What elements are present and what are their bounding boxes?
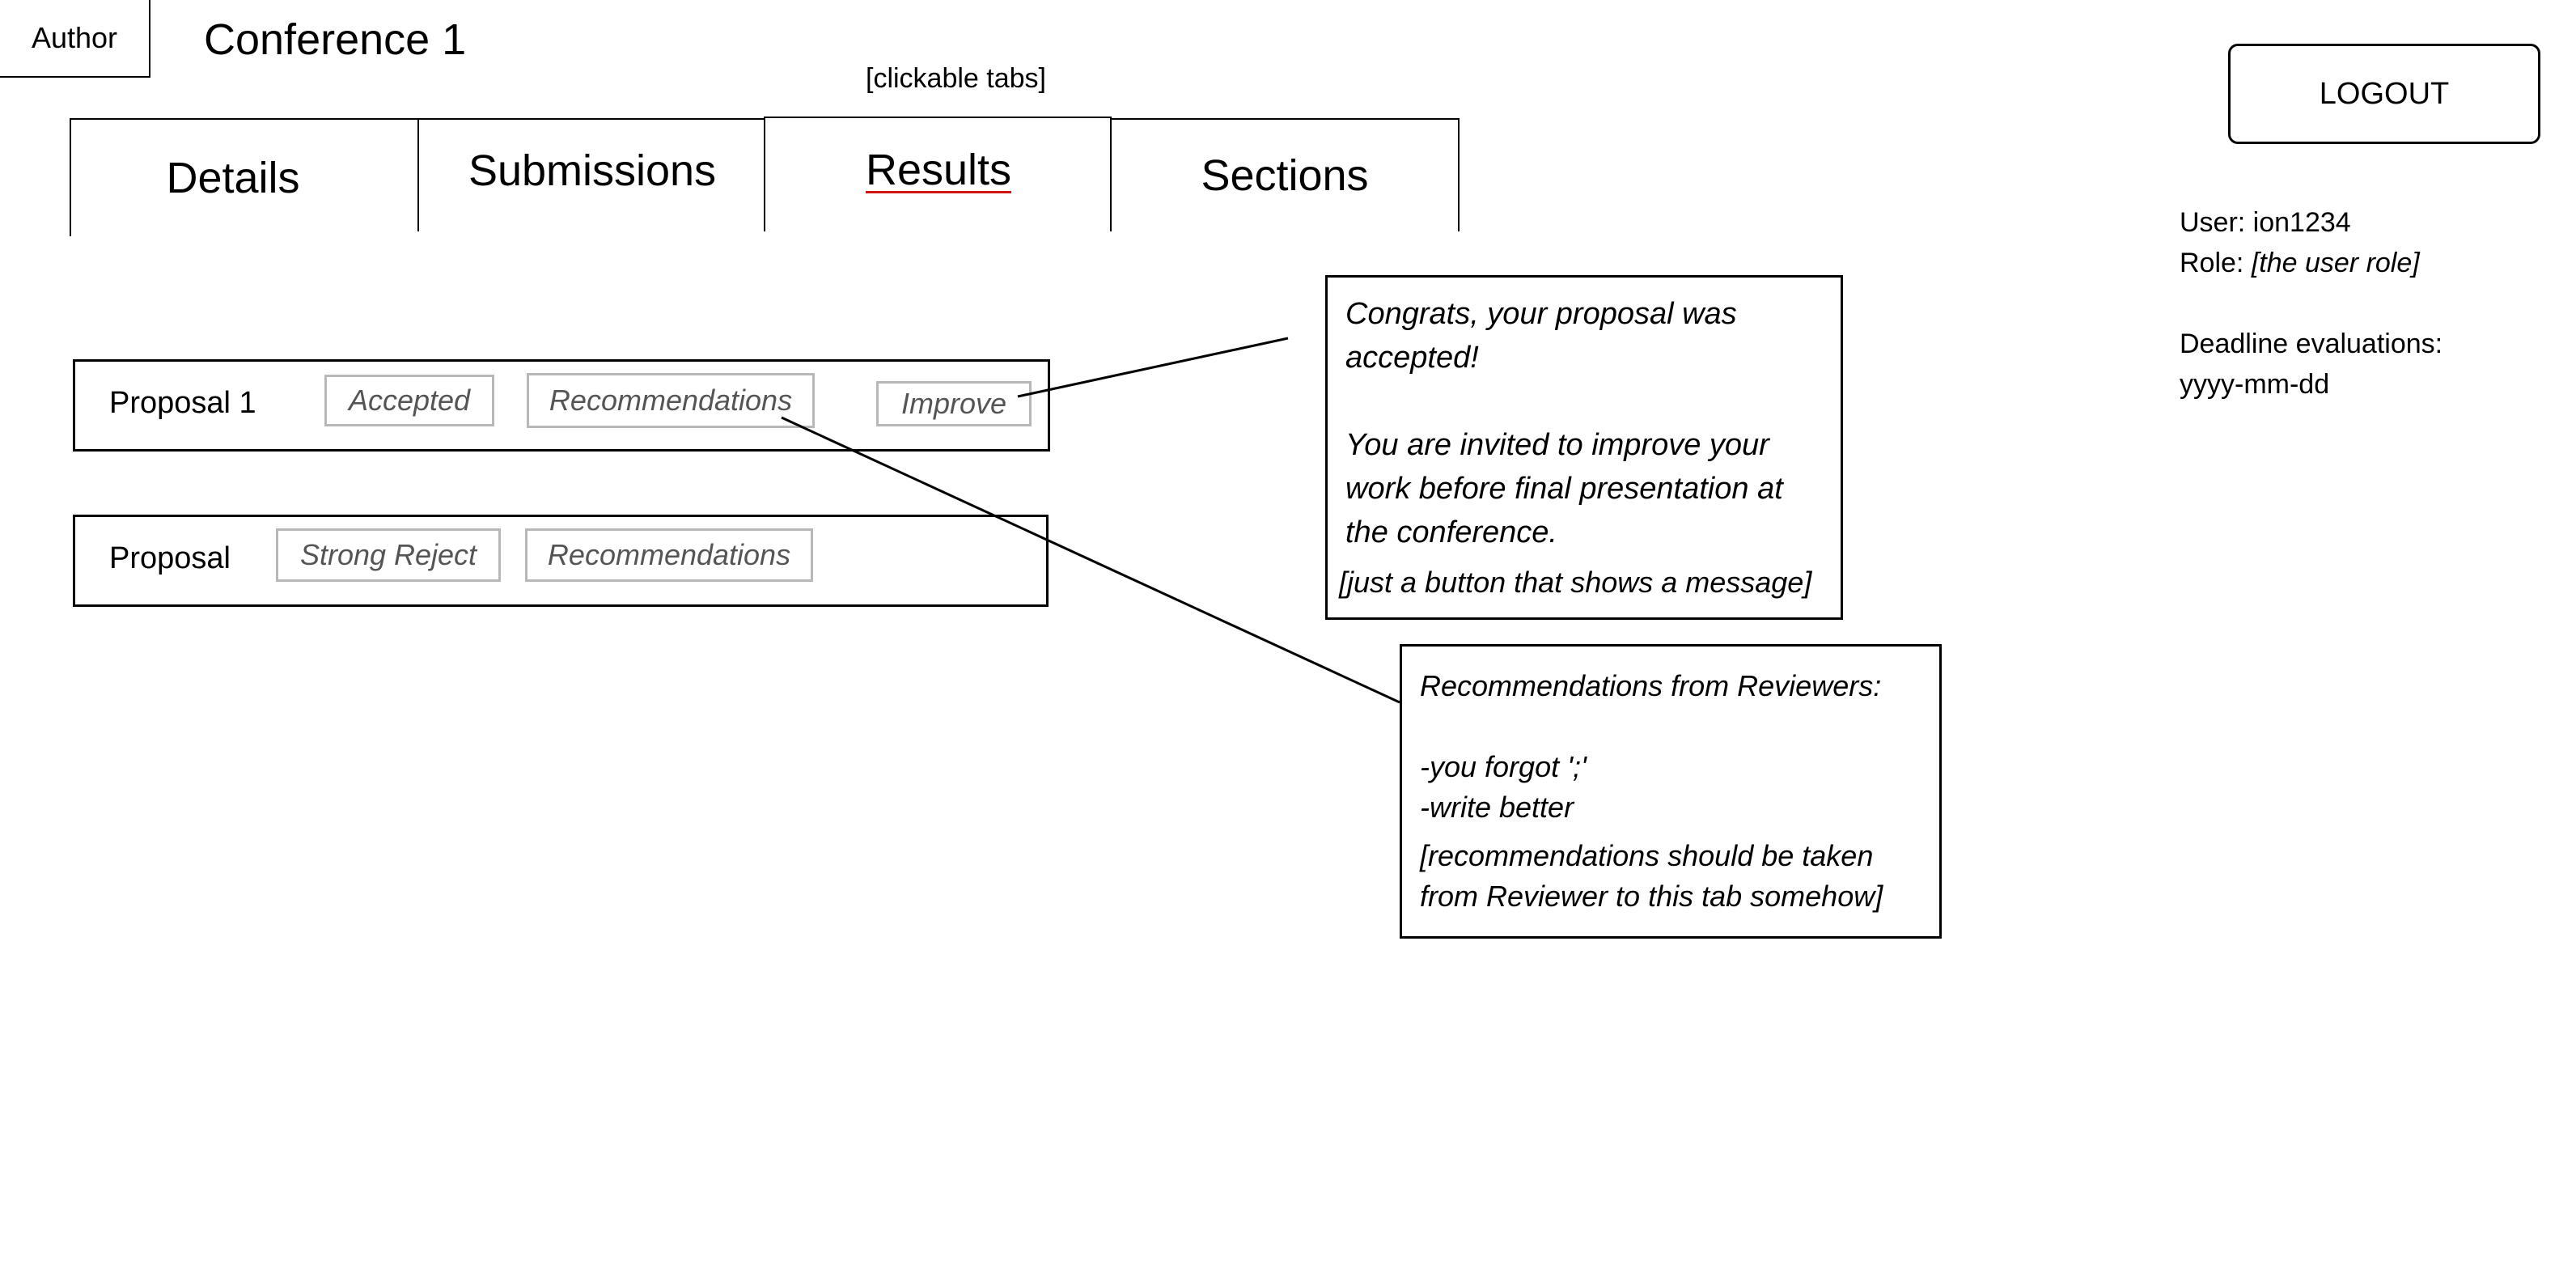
status-badge: Accepted <box>324 375 494 426</box>
role-line: Role: [the user role] <box>2180 243 2443 283</box>
user-line: User: ion1234 <box>2180 207 2351 238</box>
callout-line: accepted! <box>1345 341 1479 375</box>
callout-line: the conference. <box>1345 515 1557 549</box>
improve-connector-line <box>1017 337 1289 398</box>
tab-details-label: Details <box>166 154 300 202</box>
tabs-annotation: [clickable tabs] <box>866 63 1046 94</box>
tab-details[interactable]: Details <box>70 118 419 236</box>
role-value: [the user role] <box>2251 248 2420 278</box>
status-badge: Strong Reject <box>276 528 501 582</box>
recommendations-button[interactable]: Recommendations <box>525 528 813 582</box>
callout-line: Congrats, your proposal was <box>1345 297 1737 331</box>
logout-button[interactable]: LOGOUT <box>2228 44 2540 144</box>
tab-submissions-label: Submissions <box>468 146 717 195</box>
proposal-title: Proposal 1 <box>109 386 256 420</box>
callout-note: [recommendations should be taken <box>1420 839 1874 872</box>
deadline-label: Deadline evaluations: <box>2180 329 2443 359</box>
tab-sections-label: Sections <box>1201 151 1369 200</box>
callout-line: work before final presentation at <box>1345 472 1783 506</box>
improve-message-callout: Congrats, your proposal was accepted! Yo… <box>1325 275 1843 620</box>
recommendation-item: -write better <box>1420 791 1574 824</box>
user-info-panel: User: ion1234 Role: [the user role] Dead… <box>2180 202 2443 405</box>
tab-sections[interactable]: Sections <box>1110 118 1460 231</box>
role-badge: Author <box>0 0 150 78</box>
callout-line: You are invited to improve your <box>1345 428 1769 462</box>
proposal-row: Proposal Strong Reject Recommendations <box>73 515 1049 607</box>
callout-note: from Reviewer to this tab somehow] <box>1420 880 1883 913</box>
deadline-value: yyyy-mm-dd <box>2180 369 2330 400</box>
conference-title: Conference 1 <box>204 15 467 64</box>
improve-button[interactable]: Improve <box>876 381 1032 426</box>
recommendations-callout: Recommendations from Reviewers: -you for… <box>1400 644 1942 939</box>
tab-submissions[interactable]: Submissions <box>417 118 765 231</box>
role-prefix: Role: <box>2180 248 2252 278</box>
proposal-title: Proposal <box>109 541 231 575</box>
recommendation-item: -you forgot ';' <box>1420 750 1587 783</box>
tab-results[interactable]: Results <box>764 117 1112 231</box>
recommendations-button[interactable]: Recommendations <box>527 373 815 428</box>
callout-note: [just a button that shows a message] <box>1339 566 1812 599</box>
proposal-row: Proposal 1 Accepted Recommendations Impr… <box>73 359 1050 452</box>
tab-results-label: Results <box>865 146 1012 194</box>
recommendations-heading: Recommendations from Reviewers: <box>1420 669 1882 702</box>
